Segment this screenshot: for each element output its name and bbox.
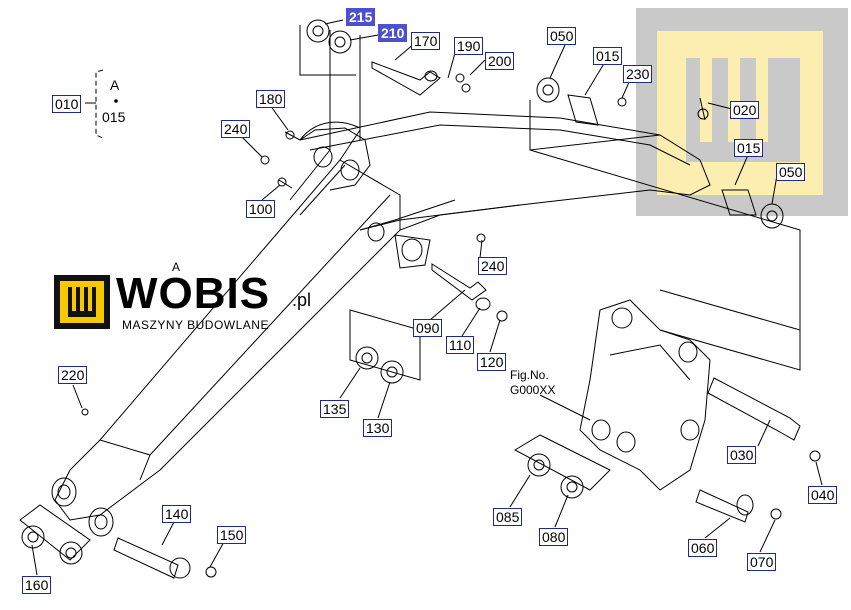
label-part-060[interactable]: 060 [688,539,718,557]
label-part-010[interactable]: 010 [52,95,82,113]
label-part-210[interactable]: 210 [378,24,408,42]
label-part-150[interactable]: 150 [217,526,247,544]
ref-letter: A [110,77,120,93]
logo-suffix: .pl [292,290,312,310]
ref-number: 015 [102,109,126,125]
label-part-050-right[interactable]: 050 [776,163,806,181]
annotation-a: A [172,260,181,274]
wobis-logo [54,275,110,329]
label-part-110[interactable]: 110 [446,336,475,354]
logo-tagline: MASZYNY BUDOWLANE [122,318,269,332]
label-part-030[interactable]: 030 [727,446,757,464]
fig-no-value: G000XX [510,383,556,397]
label-part-240-mid[interactable]: 240 [478,257,508,275]
label-part-020[interactable]: 020 [730,101,760,119]
label-part-215[interactable]: 215 [346,8,376,26]
label-part-070[interactable]: 070 [747,553,777,571]
label-part-080[interactable]: 080 [539,528,569,546]
label-part-200[interactable]: 200 [485,52,515,70]
ref-dot [114,99,118,103]
label-part-015-right[interactable]: 015 [734,139,764,157]
label-part-135[interactable]: 135 [320,400,350,418]
label-part-050-top[interactable]: 050 [547,27,577,45]
label-part-100[interactable]: 100 [246,200,276,218]
label-part-240-left[interactable]: 240 [221,120,251,138]
label-part-130[interactable]: 130 [363,419,393,437]
label-part-140[interactable]: 140 [162,505,192,523]
label-part-040[interactable]: 040 [808,486,838,504]
label-part-170[interactable]: 170 [411,32,441,50]
label-part-180[interactable]: 180 [256,90,286,108]
label-part-090[interactable]: 090 [413,319,443,337]
label-part-015-top[interactable]: 015 [593,47,623,65]
logo-name: WOBIS [116,269,271,318]
label-part-220[interactable]: 220 [58,366,88,384]
label-part-160[interactable]: 160 [22,576,52,594]
label-part-120[interactable]: 120 [477,353,507,371]
label-part-230[interactable]: 230 [623,65,653,83]
label-part-190[interactable]: 190 [454,37,484,55]
label-part-085[interactable]: 085 [493,508,523,526]
fig-no-label: Fig.No. [510,368,549,382]
